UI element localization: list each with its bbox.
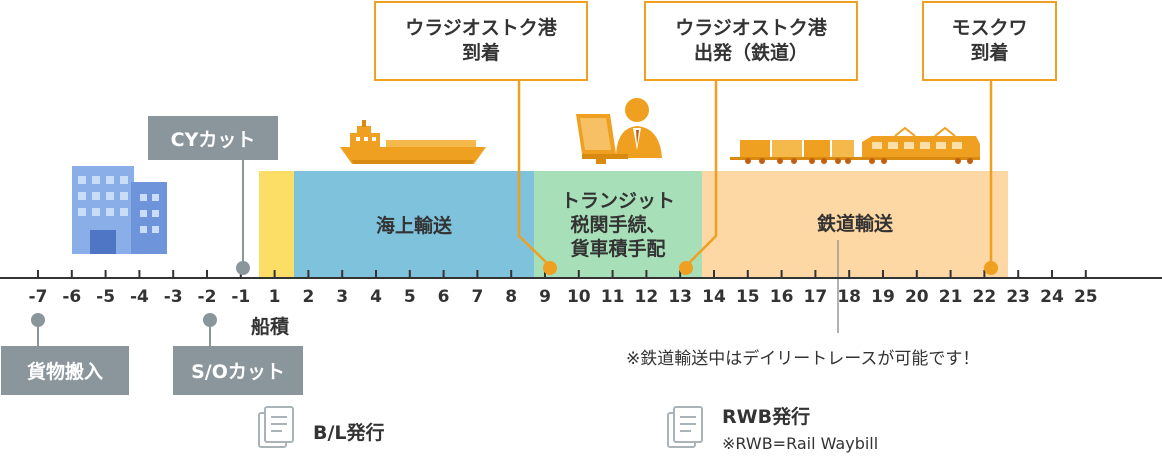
axis-tick-label: 8: [505, 287, 518, 307]
axis-tick-label: 15: [735, 287, 760, 307]
axis-tick-label: 9: [539, 287, 551, 307]
axis-tick-label: -1: [231, 287, 251, 307]
rail-transport-segment: 鉄道輸送: [702, 171, 1008, 278]
moscow-arrival-marker: [984, 261, 998, 275]
axis-tick-label: 20: [904, 287, 929, 307]
vladivostok-arrival-marker: [543, 261, 557, 275]
axis-tick-label: 17: [803, 287, 828, 307]
bl-issue-label: B/L発行: [313, 422, 385, 444]
vladivostok-departure-marker: [679, 261, 693, 275]
cargo-delivery-marker: [31, 313, 45, 327]
moscow-arrival-text: モスクワ 到着: [951, 17, 1028, 64]
axis-tick-label: 19: [871, 287, 895, 307]
axis-tick-label: 5: [403, 287, 416, 307]
axis-tick-label: -7: [28, 287, 48, 307]
cargo-delivery-text: 貨物搬入: [26, 361, 103, 383]
axis-tick-label: 22: [972, 287, 997, 307]
axis-tick-label: 21: [938, 287, 963, 307]
axis-tick-label: -3: [163, 287, 183, 307]
axis-tick-label: 14: [702, 287, 726, 307]
axis-tick-label: 1: [268, 287, 281, 307]
cy-cut-badge: CYカット: [148, 116, 278, 160]
so-cut-text: S/Oカット: [191, 361, 285, 383]
axis-tick-label: 11: [600, 287, 625, 307]
rail-transport-label: 鉄道輸送: [816, 213, 893, 235]
axis-tick-label: 24: [1040, 287, 1064, 307]
axis-tick-label: 13: [668, 287, 693, 307]
rwb-issue-label: RWB発行: [722, 406, 811, 428]
sea-transport-label: 海上輸送: [375, 215, 452, 237]
axis-tick-label: 12: [634, 287, 659, 307]
axis-tick-label: 16: [769, 287, 794, 307]
axis-tick-label: 2: [302, 287, 315, 307]
axis-tick-label: 18: [837, 287, 862, 307]
ship-icon: [340, 120, 486, 164]
axis-tick-label: 25: [1073, 287, 1098, 307]
vladivostok-arrival-callout: ウラジオストク港 到着: [374, 1, 588, 81]
axis-tick-label: 4: [370, 287, 382, 307]
vladivostok-arrival-text: ウラジオストク港 到着: [405, 17, 557, 64]
transit-segment: トランジット 税関手続、 貨車積手配: [534, 171, 702, 278]
sea-transport-segment: 海上輸送: [294, 171, 534, 278]
moscow-arrival-callout: モスクワ 到着: [922, 1, 1057, 81]
cargo-delivery-badge: 貨物搬入: [1, 346, 129, 395]
vladivostok-departure-leader: [685, 80, 718, 267]
axis-tick-label: 6: [437, 287, 450, 307]
axis-tick-label: -6: [62, 287, 82, 307]
building-icon: [72, 166, 167, 254]
vladivostok-departure-callout: ウラジオストク港 出発（鉄道）: [644, 1, 858, 81]
train-icon: [730, 126, 980, 164]
vladivostok-departure-text: ウラジオストク港 出発（鉄道）: [675, 17, 827, 64]
transit-label: トランジット 税関手続、 貨車積手配: [560, 189, 675, 260]
axis-tick-label: 10: [566, 287, 591, 307]
axis-tick-marks: [37, 270, 1087, 278]
axis-tick-label: -4: [129, 287, 149, 307]
so-cut-marker: [203, 313, 217, 327]
vladivostok-arrival-leader: [517, 80, 551, 267]
axis-tick-label: 3: [336, 287, 349, 307]
loading-label: 船積: [251, 316, 290, 338]
axis-tick-label: 23: [1006, 287, 1031, 307]
axis-tick-label: -2: [197, 287, 217, 307]
cy-cut-marker: [236, 261, 250, 275]
axis-tick-label: -5: [96, 287, 116, 307]
cy-cut-text: CYカット: [170, 128, 256, 151]
document-icon: [258, 406, 294, 448]
so-cut-badge: S/Oカット: [173, 346, 303, 395]
axis-tick-label: 7: [471, 287, 484, 307]
loading-segment: [259, 171, 294, 278]
rwb-definition-note: ※RWB=Rail Waybill: [722, 434, 879, 453]
operator-icon: [576, 98, 662, 164]
document-icon: [667, 406, 703, 448]
daily-trace-note: ※鉄道輸送中はデイリートレースが可能です！: [626, 349, 980, 369]
